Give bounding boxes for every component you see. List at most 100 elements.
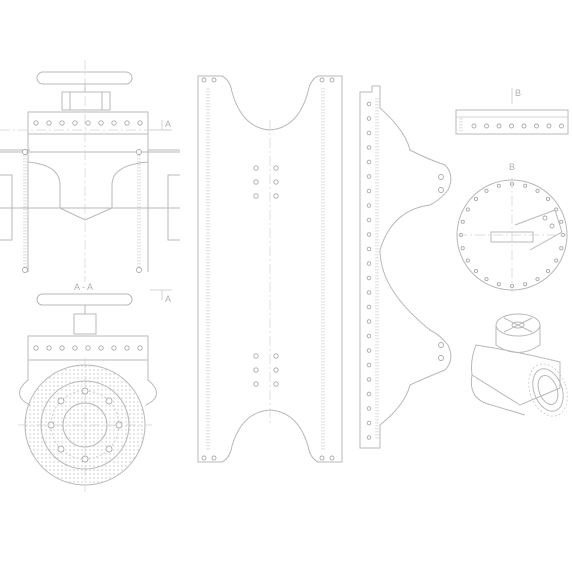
bolt-hole (366, 348, 372, 353)
bolt-hole (59, 120, 65, 126)
bolt-hole (273, 179, 279, 185)
bolt-hole (523, 183, 528, 188)
bolt-hole (273, 353, 279, 359)
flat-pattern-jacket-2 (359, 85, 452, 449)
bolt-hole (273, 165, 279, 171)
bolt-hole (137, 345, 143, 351)
valve-front-view: A A (0, 60, 180, 304)
bolt-hole (253, 381, 259, 387)
bolt-hole (366, 261, 372, 266)
bolt-hole (33, 345, 39, 351)
bolt-hole (366, 435, 372, 440)
bolt-hole (124, 120, 130, 126)
flange-bolt-row-top (33, 120, 143, 126)
section-title-aa: A - A (74, 282, 93, 292)
bolt-hole (465, 258, 470, 263)
handwheel-top (36, 71, 133, 85)
bolt-hole (366, 362, 372, 368)
bolt-hole (484, 188, 489, 193)
bolt-hole (137, 120, 143, 126)
flat-pattern-jacket-1 (197, 75, 343, 463)
pattern-outline-2 (359, 85, 452, 449)
bolt-hole (366, 377, 372, 382)
bolt-hole (124, 345, 130, 351)
bolt-hole (366, 319, 372, 324)
bolt-hole (366, 188, 372, 194)
flange-band-top (27, 111, 149, 135)
bolt-hole (366, 391, 372, 397)
bolt-hole (546, 196, 551, 201)
bolt-hole (496, 123, 502, 129)
bolt-hole (471, 123, 477, 129)
bolt-hole (366, 203, 372, 208)
bolt-hole (366, 159, 372, 165)
bolt-hole (366, 101, 372, 107)
bolt-hole (509, 123, 514, 129)
bolt-hole (473, 196, 478, 201)
section-label-a-top: A (165, 119, 171, 129)
mounting-holes-upper (253, 165, 279, 199)
bolt-hole (253, 367, 259, 373)
bolt-hole (105, 397, 113, 405)
bolt-hole (473, 269, 478, 274)
bolt-hole (496, 282, 501, 287)
isometric-valve-view (470, 313, 568, 417)
bolt-hole (98, 120, 104, 126)
bolt-hole (366, 290, 372, 295)
bolt-hole (460, 246, 465, 251)
bolt-hole (546, 123, 552, 129)
bolt-hole (85, 345, 91, 351)
bolt-hole (253, 165, 259, 171)
bolt-hole (273, 381, 279, 387)
bolt-hole (521, 123, 527, 129)
bolt-hole (46, 345, 52, 351)
bolt-hole (523, 282, 528, 287)
bolt-hole (366, 420, 372, 426)
bolt-hole (366, 232, 372, 237)
band-strip (455, 109, 569, 135)
wedge-gate-outline (27, 161, 149, 221)
bolt-hole (46, 120, 52, 126)
bolt-hole (366, 116, 372, 121)
bolt-hole (33, 120, 39, 126)
bolt-hole (559, 219, 564, 224)
bolt-hole (111, 345, 117, 351)
bolt-hole (366, 217, 372, 223)
bolt-hole (366, 174, 372, 179)
bolt-hole (366, 333, 372, 339)
flange-band-bottom (27, 335, 149, 361)
bolt-hole (366, 130, 372, 136)
bolt-hole (59, 345, 65, 351)
section-label-a-bottom: A (165, 294, 171, 304)
bolt-hole (546, 269, 551, 274)
bonnet-top (61, 91, 111, 111)
bolt-hole (85, 120, 91, 126)
bolt-hole (484, 123, 489, 129)
bolt-hole (535, 277, 540, 282)
bolt-hole (273, 193, 279, 199)
bolt-hole (253, 193, 259, 199)
bolt-hole (72, 345, 78, 351)
bolt-hole (98, 345, 104, 351)
bolt-hole (559, 246, 564, 251)
mounting-holes-lower (253, 353, 279, 387)
bolt-hole (366, 275, 372, 281)
bolt-hole (273, 367, 279, 373)
band-holes (471, 123, 564, 129)
bolt-hole (535, 188, 540, 193)
bolt-hole (111, 120, 117, 126)
bolt-hole (253, 179, 259, 185)
iso-body (471, 344, 561, 406)
valve-section-view: A - A (18, 282, 157, 492)
bolt-hole (253, 353, 259, 359)
bolt-hole (366, 246, 372, 252)
view-label-b: B (509, 162, 515, 172)
bolt-hole (484, 277, 489, 282)
bolt-hole (559, 123, 564, 129)
pattern-outline-1 (197, 75, 343, 463)
bolt-hole (366, 145, 372, 150)
bolt-hole (57, 397, 65, 405)
bolt-hole (366, 406, 372, 411)
